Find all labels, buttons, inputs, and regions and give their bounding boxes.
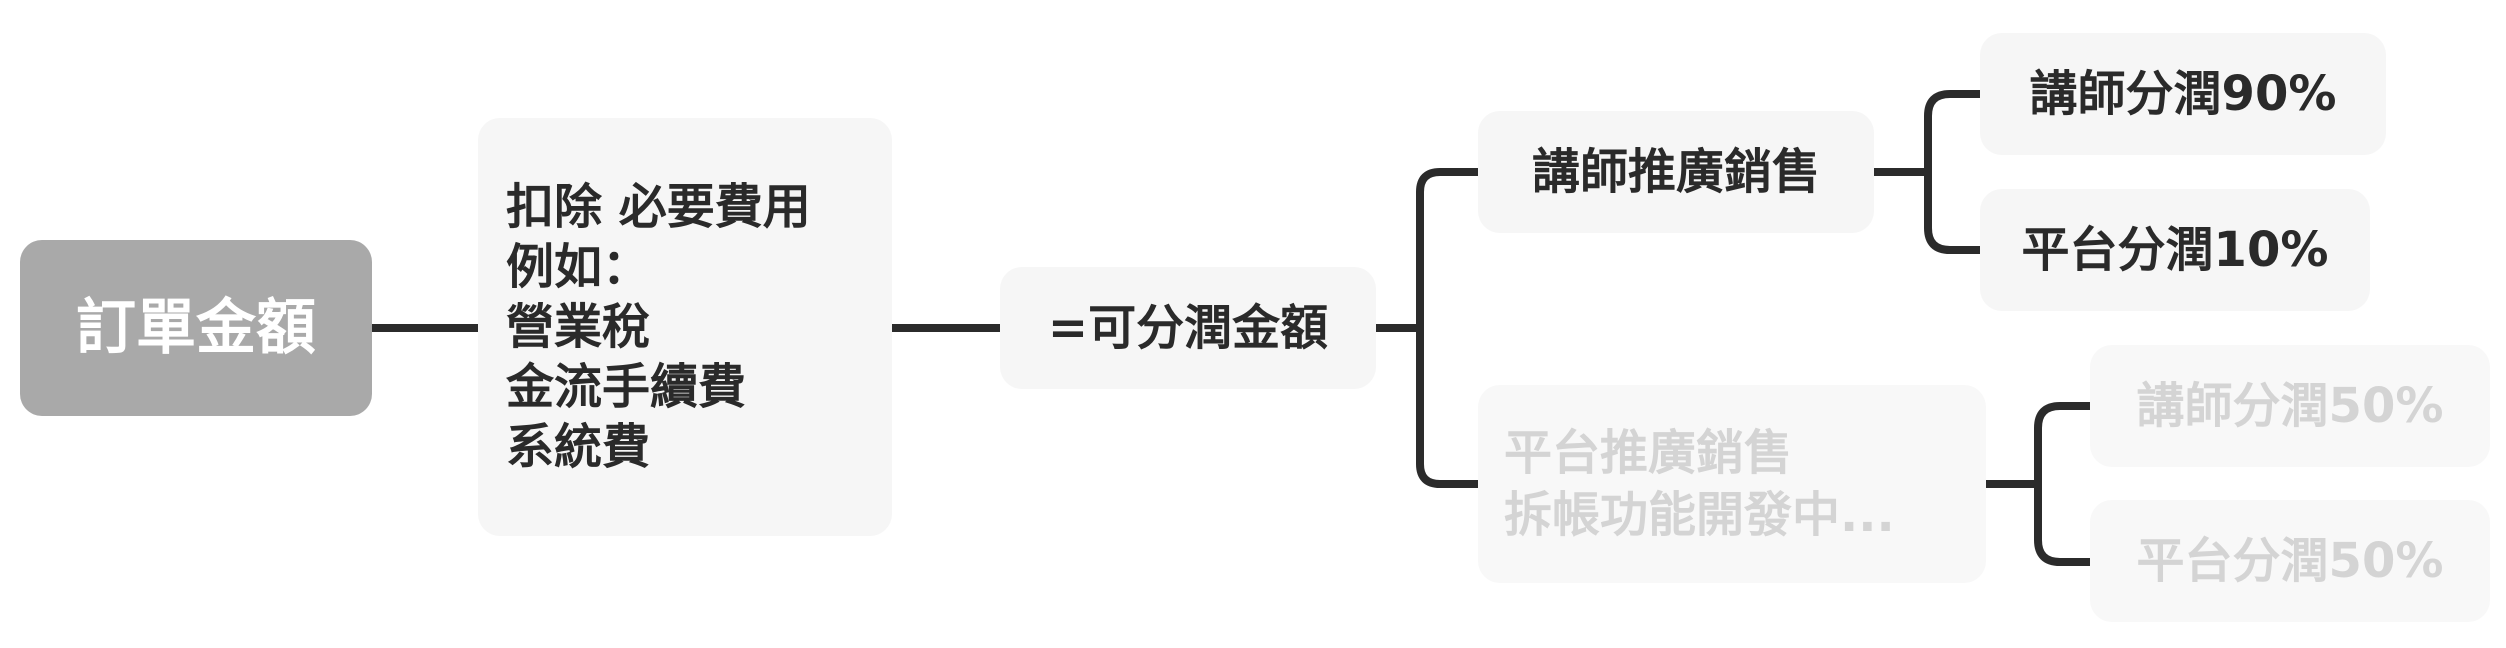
leaf-lecturer-share-50[interactable]: 講師分潤50% bbox=[2090, 345, 2490, 467]
leaf-label: 講師分潤90% bbox=[2029, 66, 2337, 122]
leaf-platform-share-50[interactable]: 平台分潤50% bbox=[2090, 500, 2490, 622]
leaf-label: 平台分潤10% bbox=[2021, 222, 2329, 278]
lecturer-sales-node[interactable]: 講師推廣銷售 bbox=[1478, 111, 1874, 233]
deductions-node[interactable]: 扣除 必要費用 例如： 營業稅 金流手續費 系統費 bbox=[478, 118, 892, 536]
connector-platform-leaves bbox=[1982, 402, 2094, 566]
deductions-line: 扣除 必要費用 bbox=[506, 179, 811, 235]
leaf-label: 講師分潤50% bbox=[2136, 378, 2444, 434]
root-node-label: 訂單金額 bbox=[76, 293, 316, 363]
lecturer-sales-label: 講師推廣銷售 bbox=[1531, 144, 1820, 200]
platform-sales-node[interactable]: 平台推廣銷售 拆帳功能開發中... bbox=[1478, 385, 1986, 583]
platform-sales-line: 拆帳功能開發中... bbox=[1504, 487, 1895, 543]
leaf-label: 平台分潤50% bbox=[2136, 533, 2444, 589]
deductions-line: 系統費 bbox=[506, 419, 651, 475]
connector-lecturer-leaves bbox=[1870, 90, 1984, 254]
deductions-line: 營業稅 bbox=[506, 299, 651, 355]
deductions-line: 例如： bbox=[506, 239, 651, 295]
root-node-order-amount[interactable]: 訂單金額 bbox=[20, 240, 372, 416]
platform-sales-line: 平台推廣銷售 bbox=[1504, 425, 1793, 481]
connector-profit-branches bbox=[1372, 168, 1482, 488]
leaf-platform-share-10[interactable]: 平台分潤10% bbox=[1980, 189, 2370, 311]
leaf-lecturer-share-90[interactable]: 講師分潤90% bbox=[1980, 33, 2386, 155]
profit-node[interactable]: =可分潤金額 bbox=[1000, 267, 1376, 389]
profit-node-label: =可分潤金額 bbox=[1047, 300, 1329, 356]
deductions-line: 金流手續費 bbox=[506, 359, 747, 415]
